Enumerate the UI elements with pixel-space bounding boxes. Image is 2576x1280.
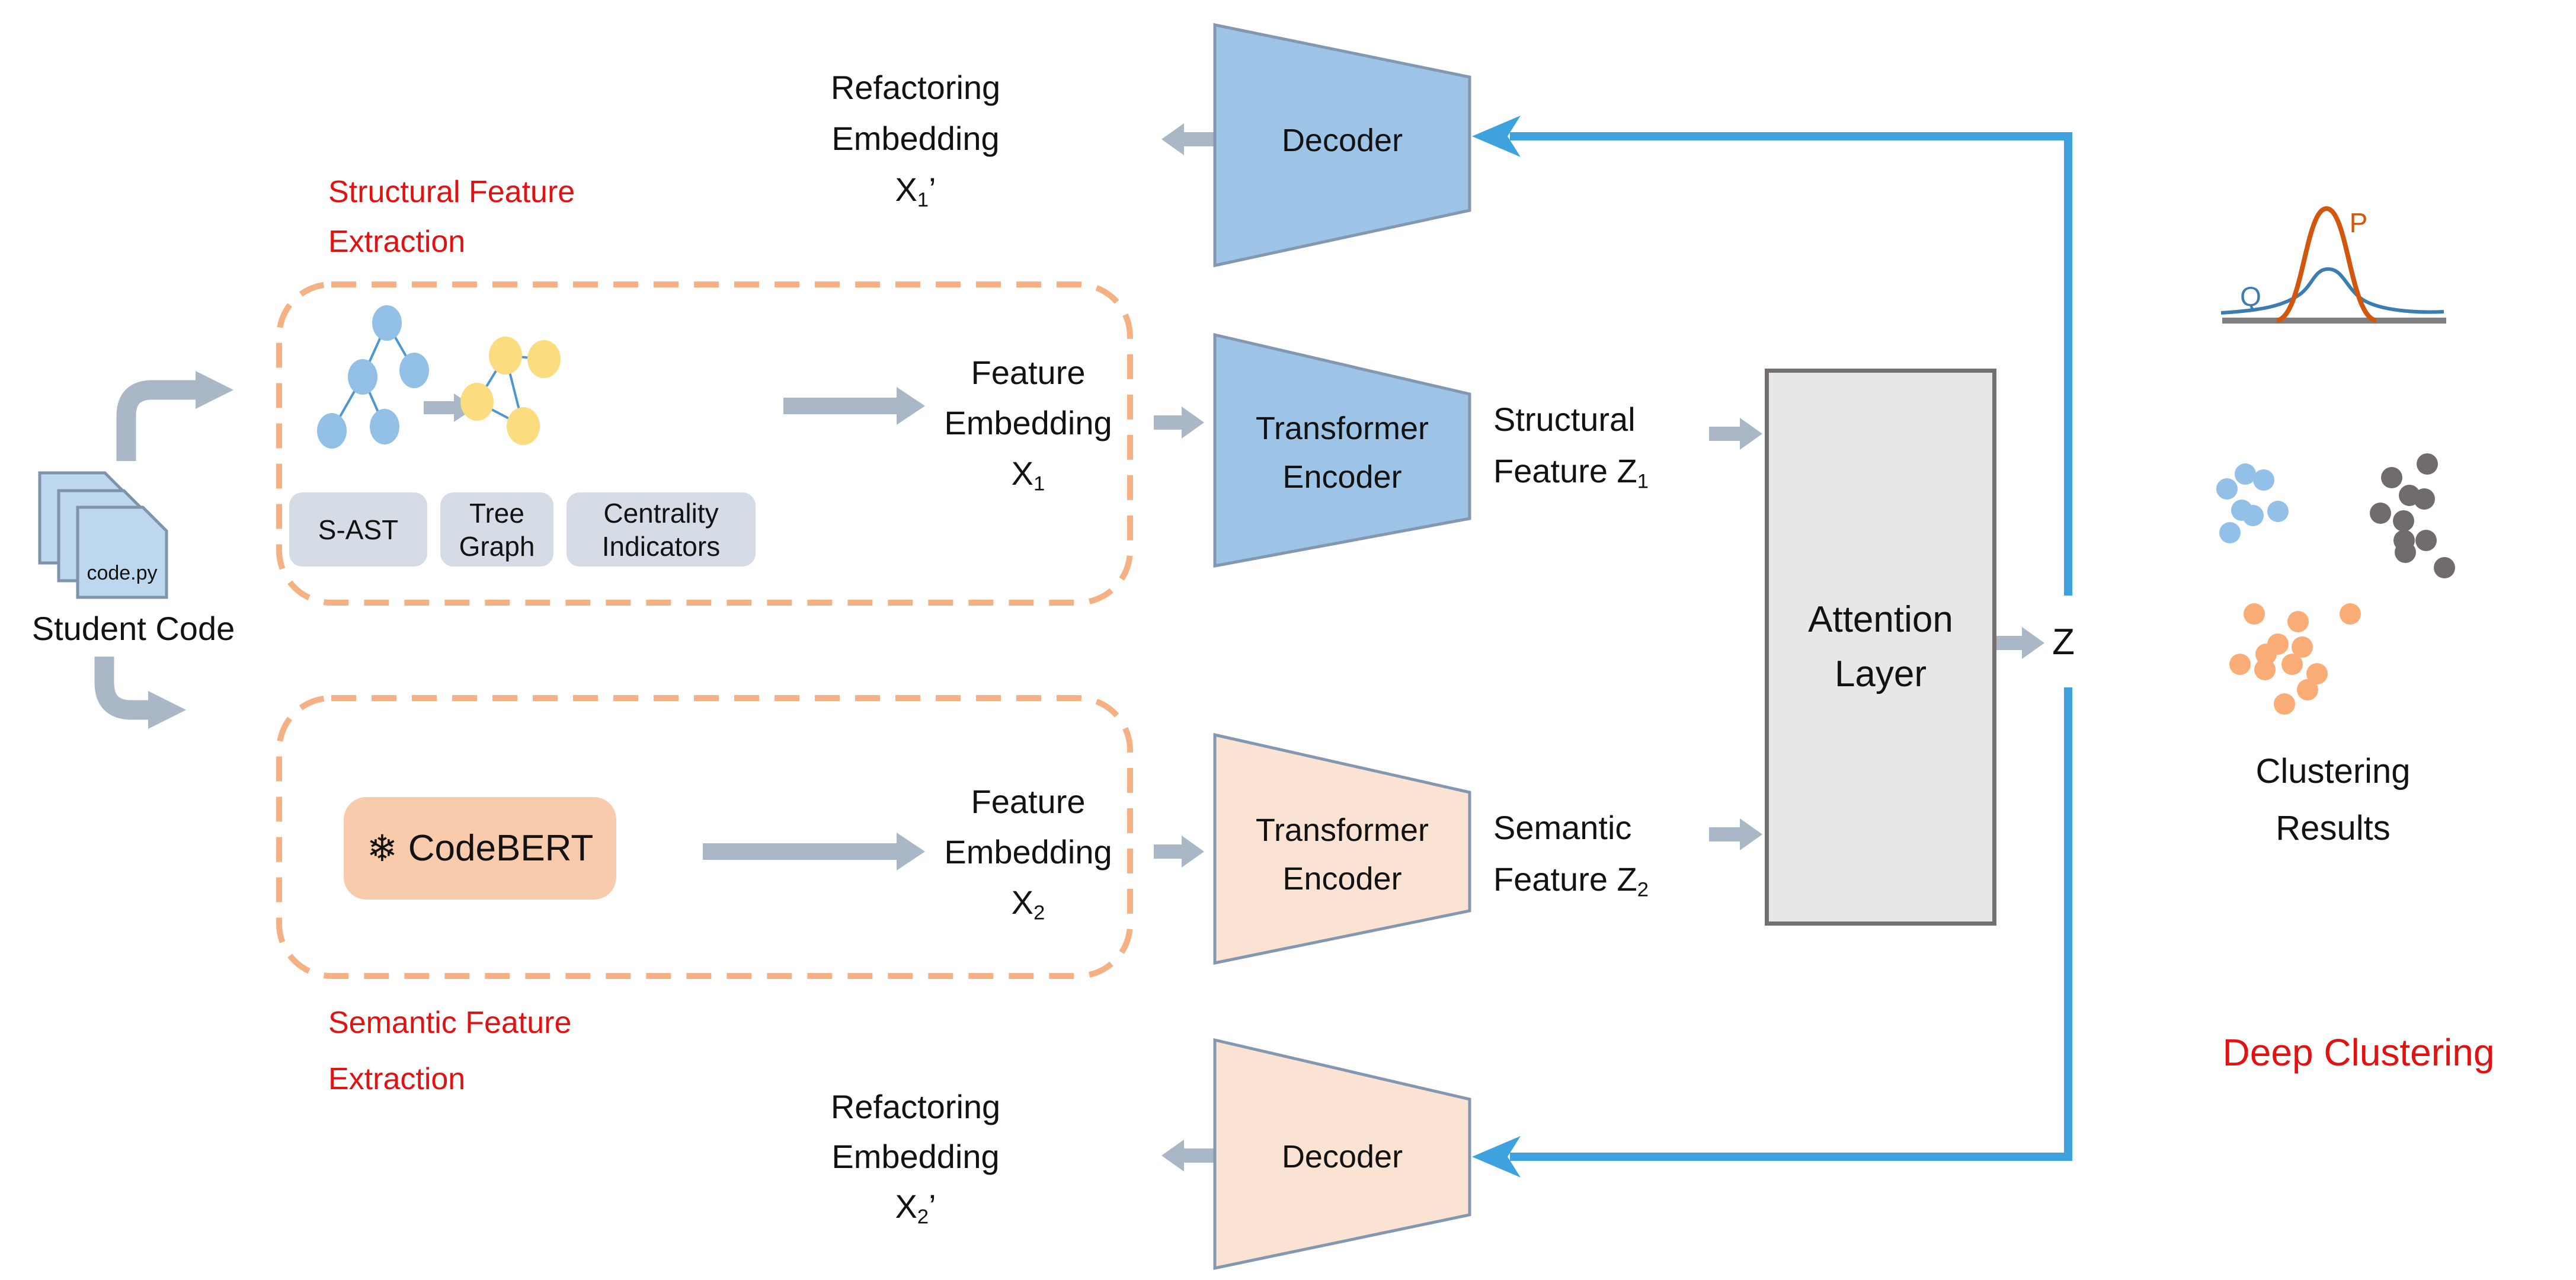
pq-distribution-plot xyxy=(2220,206,2446,324)
decoder-top-label: Decoder xyxy=(1281,123,1403,158)
tree-graph-icon xyxy=(460,337,561,445)
label-refactoring-embedding-x2: Refactoring Embedding X2’ xyxy=(830,1088,1001,1228)
codebert-label: CodeBERT xyxy=(408,828,594,869)
tree-graph-box: Tree Graph xyxy=(440,492,553,567)
arrow-decoder-bottom-output xyxy=(1161,1140,1215,1172)
student-code-label: Student Code xyxy=(31,610,235,647)
p-curve xyxy=(2276,206,2377,323)
blue-arrowhead-top-decoder xyxy=(1472,116,1521,157)
centrality-indicators-box: Centrality Indicators xyxy=(567,492,756,567)
p-curve-label: P xyxy=(2349,207,2368,238)
cluster-scatter-plot xyxy=(2216,453,2455,715)
transformer-encoder-top-label: Transformer Encoder xyxy=(1255,411,1429,495)
arrow-embedding2-to-encoder xyxy=(1154,836,1204,868)
arrow-structural-to-embedding xyxy=(783,387,925,425)
structural-extraction-dashed-box xyxy=(276,281,1133,606)
decoder-top-shape xyxy=(1213,23,1471,268)
decoder-bottom-label: Decoder xyxy=(1281,1139,1403,1175)
structural-extraction-title: Structural Feature Extraction xyxy=(328,175,575,259)
cluster-blue xyxy=(2216,463,2289,543)
s-ast-tree-icon xyxy=(317,305,429,449)
codebert-box: ❄ CodeBERT xyxy=(344,797,616,900)
transformer-encoder-bottom-label: Transformer Encoder xyxy=(1255,812,1429,897)
arrow-student-to-semantic xyxy=(94,657,186,729)
code-files-icon xyxy=(38,471,168,599)
blue-arrowhead-bottom-decoder xyxy=(1472,1136,1521,1177)
z-output-label: Z xyxy=(2052,622,2075,663)
label-feature-embedding-x1: Feature Embedding X1 xyxy=(944,354,1112,495)
arrow-z2-to-attention xyxy=(1709,818,1762,850)
cluster-orange xyxy=(2229,603,2361,715)
label-refactoring-embedding-x1: Refactoring Embedding X1’ xyxy=(830,69,1001,212)
arrow-decoder-top-output xyxy=(1161,123,1215,155)
clustering-results-label: Clustering Results xyxy=(2255,752,2411,847)
transformer-encoder-top-shape xyxy=(1213,332,1471,568)
code-file-front xyxy=(76,505,168,599)
snowflake-icon: ❄ xyxy=(366,828,398,869)
code-file-label: code.py xyxy=(87,562,158,584)
label-semantic-feature-z2: Semantic Feature Z2 xyxy=(1493,809,1649,901)
sast-box: S-AST xyxy=(289,492,427,567)
label-structural-feature-z1: Structural Feature Z1 xyxy=(1493,401,1649,493)
q-curve-label: Q xyxy=(2240,281,2261,312)
arrow-student-to-structural xyxy=(116,371,233,461)
arrow-embedding1-to-encoder xyxy=(1154,407,1204,439)
semantic-extraction-dashed-box xyxy=(276,695,1133,979)
semantic-extraction-title: Semantic Feature Extraction xyxy=(328,1006,572,1096)
attention-layer-box: Attention Layer xyxy=(1765,369,1996,926)
arrow-attention-to-z xyxy=(1994,627,2044,659)
q-curve xyxy=(2220,267,2444,315)
z-feedback-connector xyxy=(1472,116,2072,1177)
transformer-encoder-bottom-shape xyxy=(1213,732,1471,965)
decoder-bottom-shape xyxy=(1213,1038,1471,1271)
deep-clustering-label: Deep Clustering xyxy=(2222,1031,2495,1074)
label-feature-embedding-x2: Feature Embedding X2 xyxy=(944,783,1112,924)
arrow-codebert-to-embedding xyxy=(703,833,925,871)
cluster-gray xyxy=(2370,453,2455,578)
arrow-z1-to-attention xyxy=(1709,418,1762,450)
